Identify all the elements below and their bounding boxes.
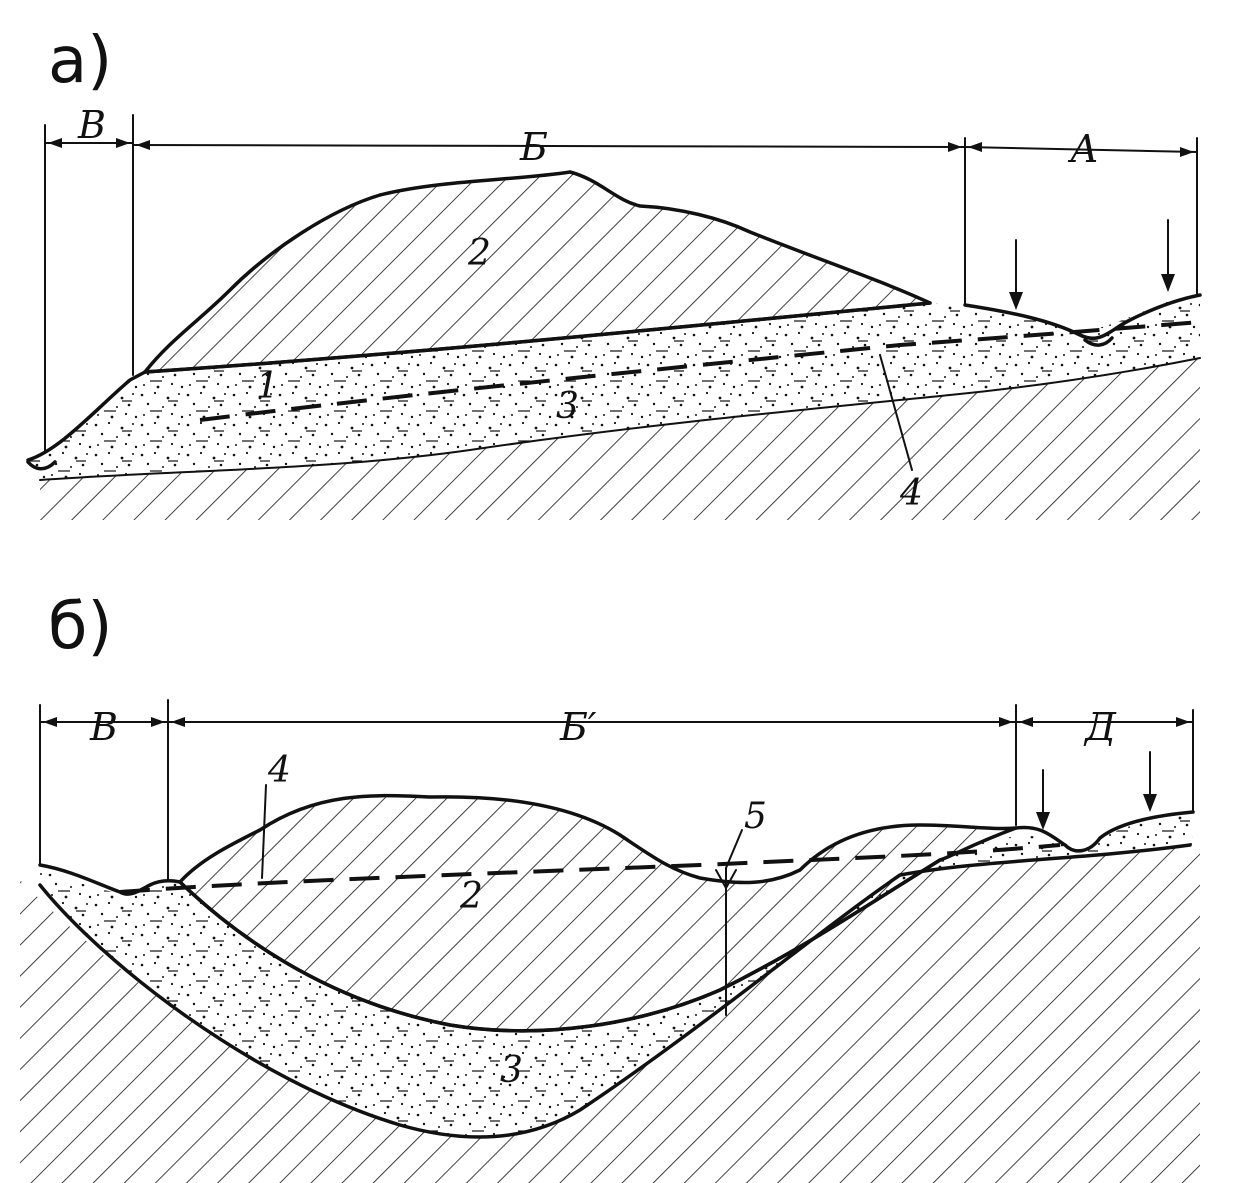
panel-a-label: а) xyxy=(48,24,112,98)
label-4-b: 4 xyxy=(267,750,291,791)
label-2: 2 xyxy=(467,233,491,274)
zone-label-v-b: В xyxy=(89,705,118,749)
clay-hill xyxy=(143,170,932,374)
zone-label-a: А xyxy=(1067,127,1099,171)
panel-b-bedrock xyxy=(20,845,1200,1183)
zone-label-d: Д xyxy=(1083,705,1117,749)
label-1: 1 xyxy=(256,366,279,407)
panel-a-water-table xyxy=(199,320,1201,422)
panel-b-water-table xyxy=(119,843,1061,894)
label-3-b: 3 xyxy=(500,1050,523,1091)
panel-a-dimensions xyxy=(44,114,1198,461)
label-5: 5 xyxy=(744,796,767,837)
aquifer-layer-b xyxy=(40,815,1193,1137)
panel-b: б) В Б′ Д xyxy=(20,590,1200,1183)
panel-b-label: б) xyxy=(48,590,112,664)
zone-label-b: Б xyxy=(519,125,548,169)
clay-lens xyxy=(178,793,1018,1033)
infiltration-arrows-a xyxy=(1009,219,1175,310)
zone-label-b-prime: Б′ xyxy=(559,705,597,749)
infiltration-arrows-b xyxy=(1036,751,1157,830)
label-3: 3 xyxy=(556,386,579,427)
label-2-b: 2 xyxy=(459,876,483,917)
panel-b-dimensions xyxy=(39,699,1194,881)
panel-a-bedrock xyxy=(40,358,1200,520)
panel-a: а) В Б А xyxy=(26,24,1202,520)
label-4: 4 xyxy=(899,473,923,514)
zone-label-v: В xyxy=(77,103,106,147)
aquifer-layer xyxy=(28,295,1200,480)
